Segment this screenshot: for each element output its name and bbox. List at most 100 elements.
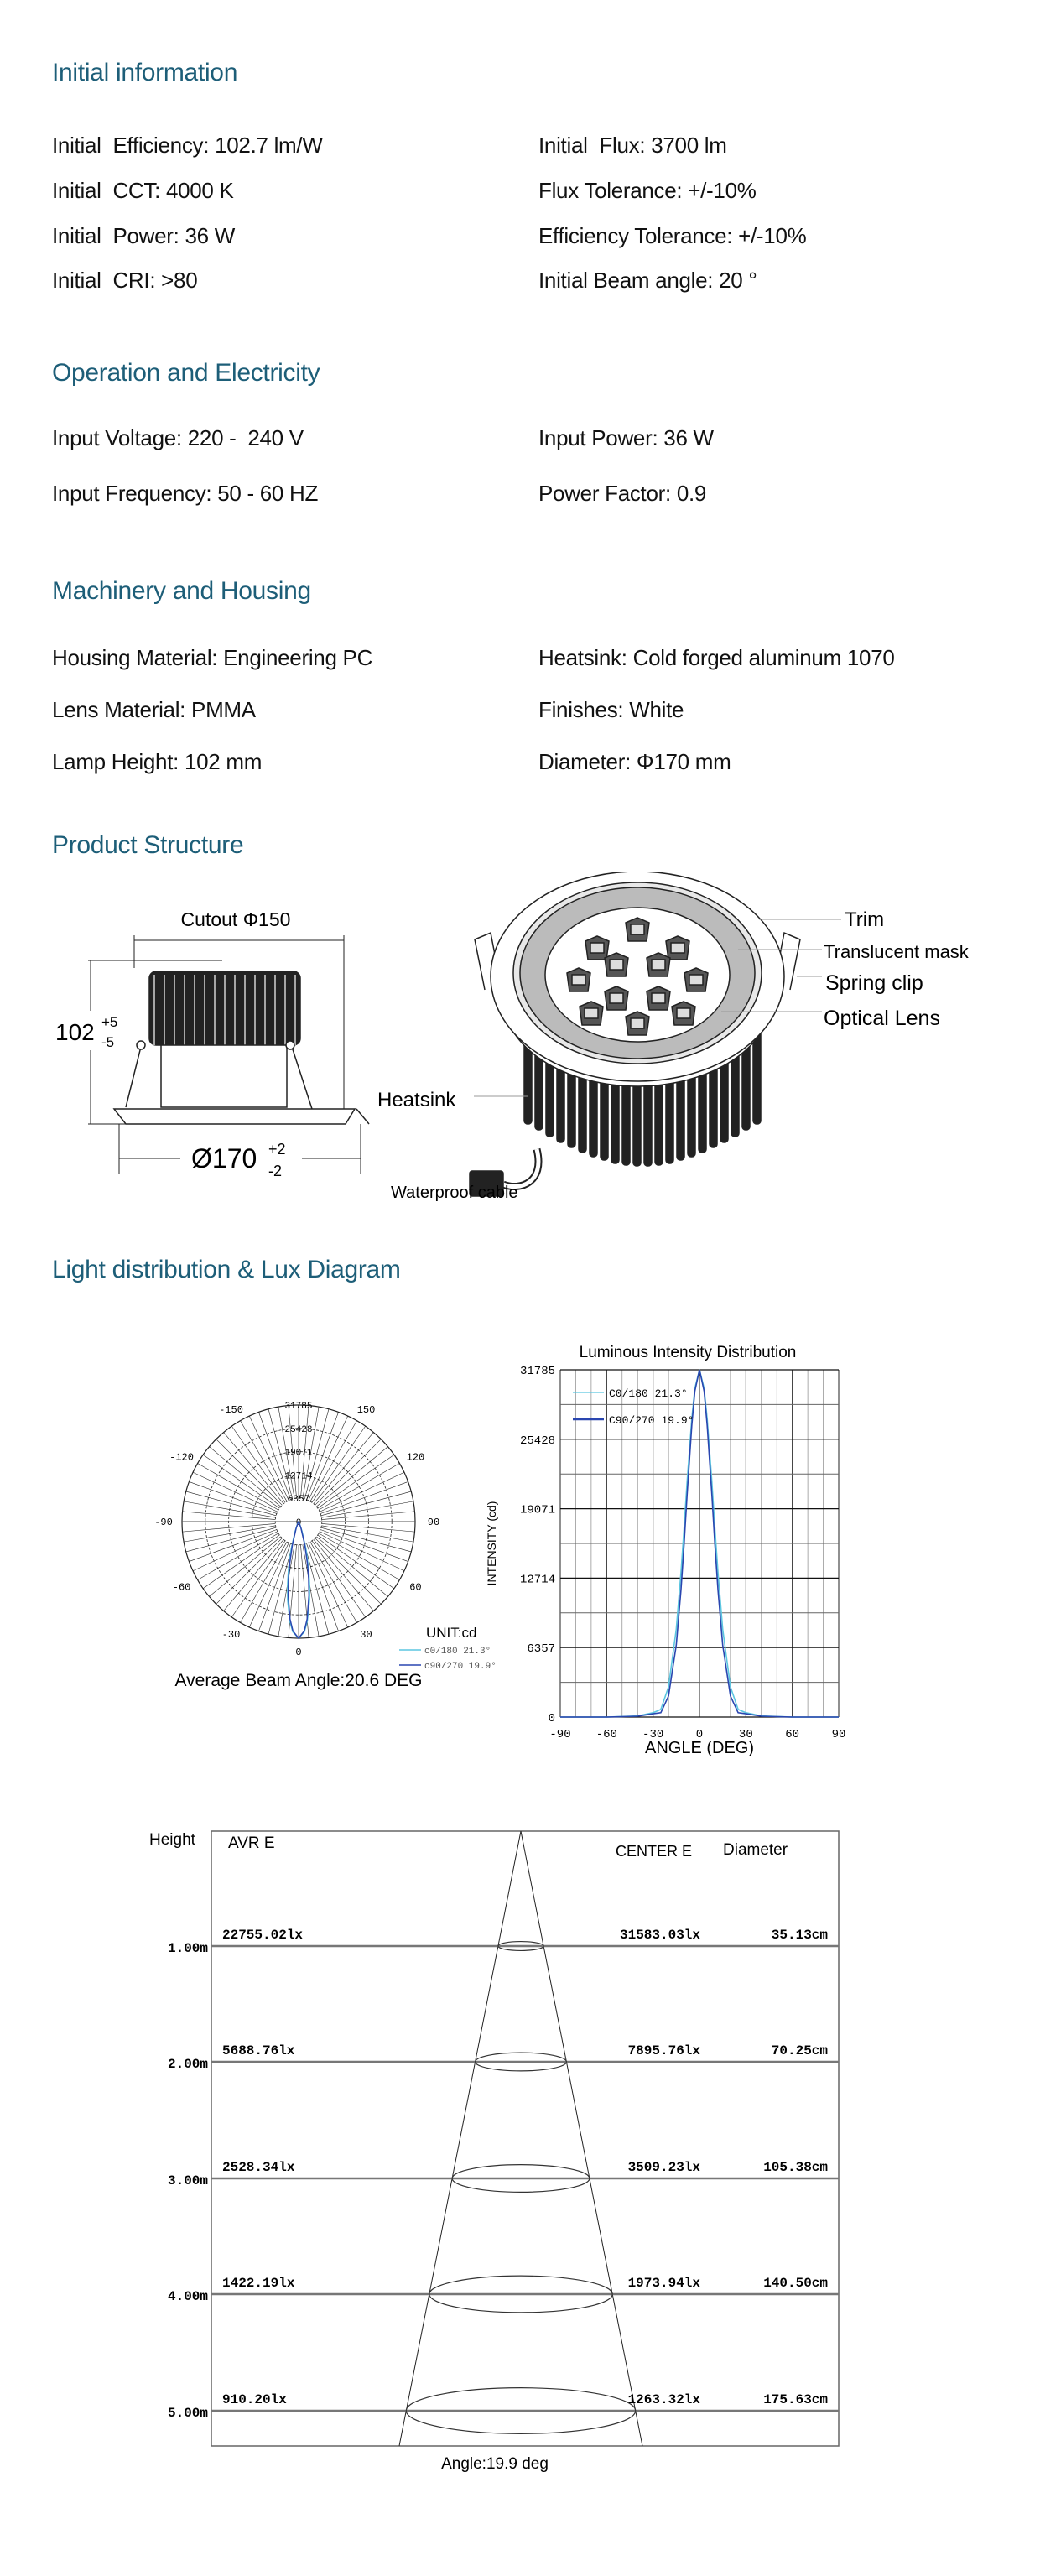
polar-angle-label: -30 — [222, 1629, 241, 1641]
polar-radial-line — [304, 1543, 330, 1635]
lux-diameter-value: 140.50cm — [763, 2276, 828, 2291]
lux-diameter-value: 105.38cm — [763, 2160, 828, 2175]
polar-radial-line — [320, 1491, 412, 1517]
polar-radial-line — [184, 1501, 276, 1518]
polar-chart: 6357127141907125428317850030-3060-6090-9… — [154, 1402, 439, 1658]
polar-radial-line — [240, 1541, 288, 1623]
polar-radial-line — [311, 1425, 366, 1503]
polar-radial-line — [216, 1538, 283, 1605]
polar-radial-line — [258, 1412, 291, 1500]
lux-height-label: 5.00m — [168, 2406, 208, 2421]
product-structure-diagram: Cutout Φ150 102 +5 -5 Ø170 +2 -2 Trim Tr… — [55, 872, 970, 1202]
lux-center-value: 31583.03lx — [620, 1928, 700, 1943]
polar-radial-line — [268, 1543, 294, 1635]
x-tick-label: -60 — [596, 1728, 617, 1741]
section-title-operation: Operation and Electricity — [52, 359, 320, 387]
lux-angle-caption: Angle:19.9 deg — [441, 2455, 549, 2473]
polar-radial-line — [182, 1523, 276, 1533]
polar-radial-line — [258, 1543, 291, 1631]
legend-label: C90/270 19.9° — [609, 1414, 694, 1427]
led-lens-face — [676, 1007, 691, 1019]
lux-header-diameter: Diameter — [723, 1841, 788, 1859]
y-tick-label: 6357 — [527, 1642, 555, 1656]
spec-input-power: Input Power: 36 W — [538, 425, 714, 450]
polar-radial-line — [231, 1540, 286, 1618]
polar-radial-line — [320, 1481, 408, 1514]
polar-radial-line — [311, 1540, 366, 1618]
polar-radial-line — [302, 1544, 320, 1637]
lux-center-value: 3509.23lx — [628, 2160, 701, 2175]
y-tick-label: 19071 — [520, 1504, 555, 1517]
polar-radial-line — [240, 1420, 288, 1502]
polar-radial-line — [192, 1531, 278, 1572]
section-title-initial: Initial information — [52, 59, 238, 86]
label-translucent-mask: Translucent mask — [824, 941, 970, 962]
led-lens-face — [651, 959, 666, 971]
spec-beam-angle: Initial Beam angle: 20 ° — [538, 268, 757, 293]
lux-center-value: 7895.76lx — [628, 2043, 701, 2058]
polar-ring-label: 19071 — [284, 1449, 312, 1459]
intensity-chart-title: Luminous Intensity Distribution — [580, 1344, 797, 1361]
polar-radial-line — [288, 1405, 297, 1499]
spec-flux-tolerance: Flux Tolerance: +/-10% — [538, 178, 757, 203]
polar-radial-line — [313, 1539, 374, 1611]
lux-height-label: 4.00m — [168, 2289, 208, 2304]
height-dimension-label: 102 — [55, 1019, 95, 1045]
lux-center-value: 1973.94lx — [628, 2276, 701, 2291]
polar-radial-line — [182, 1511, 276, 1520]
polar-radial-line — [248, 1415, 289, 1501]
legend-label: C0/180 21.3° — [609, 1387, 688, 1400]
spec-cri: Initial CRI: >80 — [52, 268, 198, 293]
lux-cone-left — [398, 1830, 522, 2447]
lux-frame — [211, 1830, 840, 2447]
polar-angle-label: 150 — [357, 1404, 376, 1416]
lux-avr-value: 2528.34lx — [222, 2160, 295, 2175]
polar-radial-line — [318, 1533, 400, 1580]
led-lens-face — [584, 1007, 599, 1019]
polar-angle-label: -60 — [173, 1582, 191, 1594]
polar-radial-line — [318, 1463, 400, 1511]
polar-legend-c90: c90/270 19.9° — [424, 1662, 497, 1672]
y-tick-label: 25428 — [520, 1434, 555, 1448]
spec-input-frequency: Input Frequency: 50 - 60 HZ — [52, 481, 319, 506]
polar-ring-label: 6357 — [288, 1495, 309, 1505]
polar-radial-line — [308, 1543, 349, 1628]
diameter-tolerance-plus: +2 — [268, 1141, 286, 1158]
section-title-light: Light distribution & Lux Diagram — [52, 1256, 401, 1283]
polar-radial-line — [320, 1471, 405, 1512]
polar-radial-line — [197, 1463, 279, 1511]
lux-diameter-value: 35.13cm — [772, 1928, 829, 1943]
polar-center-label: 0 — [296, 1518, 302, 1528]
polar-radial-line — [185, 1491, 277, 1517]
led-lens-face — [630, 924, 645, 935]
side-view-drawing — [88, 935, 370, 1174]
spec-flux: Initial Flux: 3700 lm — [538, 133, 727, 158]
lux-center-value: 1263.32lx — [628, 2392, 701, 2407]
section-title-machinery: Machinery and Housing — [52, 577, 311, 605]
spec-lens-material: Lens Material: PMMA — [52, 697, 256, 722]
spec-cct: Initial CCT: 4000 K — [52, 178, 234, 203]
polar-radial-line — [316, 1446, 388, 1507]
label-optical-lens: Optical Lens — [824, 1007, 940, 1030]
polar-radial-line — [189, 1481, 277, 1514]
polar-angle-label: -120 — [169, 1452, 194, 1464]
led-lens-face — [609, 992, 624, 1004]
led-lens-face — [571, 974, 586, 986]
led-lens-face — [609, 959, 624, 971]
lux-height-label: 1.00m — [168, 1941, 208, 1956]
polar-radial-line — [316, 1536, 388, 1597]
polar-radial-line — [321, 1523, 415, 1533]
x-tick-label: 0 — [696, 1728, 703, 1741]
polar-legend-c0: c0/180 21.3° — [424, 1647, 491, 1657]
lux-cone-right — [520, 1830, 643, 2447]
polar-unit-label: UNIT:cd — [426, 1625, 476, 1641]
label-heatsink: Heatsink — [377, 1089, 456, 1111]
polar-radial-line — [302, 1407, 320, 1499]
polar-ring-label: 31785 — [284, 1402, 312, 1412]
polar-angle-label: 120 — [407, 1452, 425, 1464]
label-trim: Trim — [845, 908, 884, 931]
polar-radial-line — [231, 1425, 286, 1503]
polar-caption: Average Beam Angle:20.6 DEG — [175, 1671, 423, 1690]
led-lens-face — [670, 942, 685, 954]
